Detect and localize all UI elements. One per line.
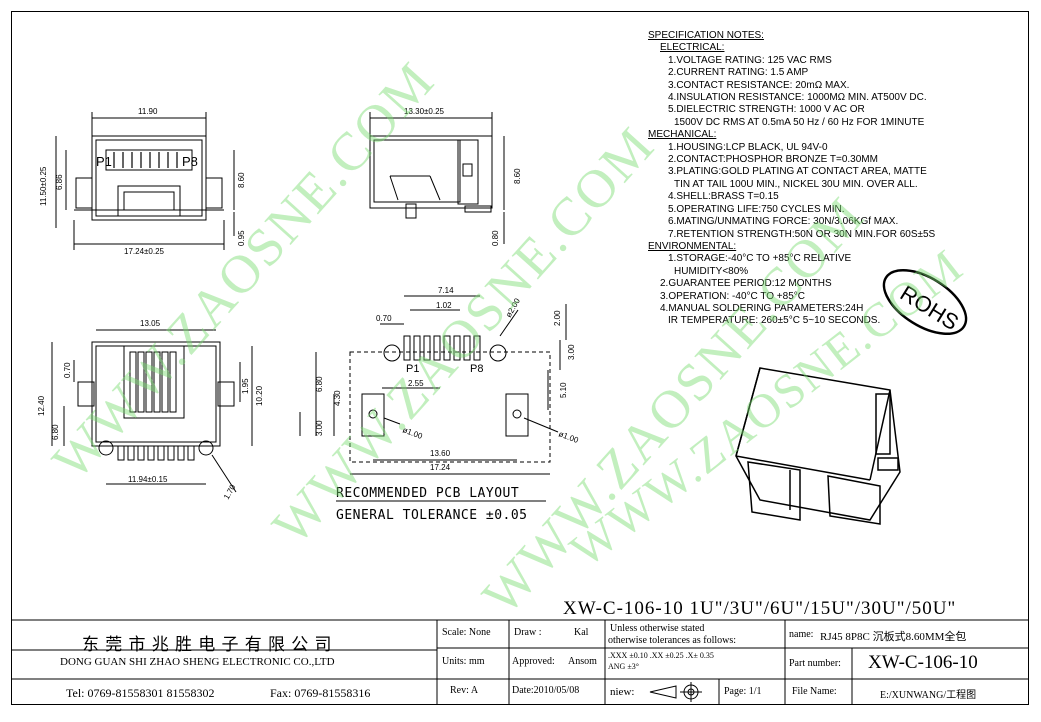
dim-front-inner: 6.86	[55, 174, 64, 190]
pcb-layout-title: RECOMMENDED PCB LAYOUT	[336, 486, 520, 501]
spec-m7: 7.RETENTION STRENGTH:50N OR 30N MIN.FOR …	[668, 228, 936, 240]
revision-label: Rev: A	[450, 685, 479, 696]
dim-pcb-430: 4.30	[333, 390, 342, 406]
dim-pcb-680: 6.80	[315, 376, 324, 392]
projection-symbol-icon	[649, 682, 702, 702]
dim-pcb-1724: 17.24	[430, 463, 451, 472]
approved-label: Approved:	[512, 656, 555, 667]
company-name-cn: 东 莞 市 兆 胜 电 子 有 限 公 司	[82, 635, 333, 654]
spec-e1: 1.VOLTAGE RATING: 125 VAC RMS	[668, 54, 832, 66]
spec-m3: 3.PLATING:GOLD PLATING AT CONTACT AREA, …	[668, 166, 927, 178]
drawing-frame	[11, 11, 1029, 705]
page-label: Page: 1/1	[724, 686, 762, 697]
spec-title: SPECIFICATION NOTES:	[648, 30, 764, 41]
part-number-label: Part number:	[789, 658, 841, 669]
spec-m2: 2.CONTACT:PHOSPHOR BRONZE T=0.30MM	[668, 154, 878, 166]
dim-side-width: 13.30±0.25	[404, 107, 445, 116]
specification-notes: SPECIFICATION NOTES: ELECTRICAL: 1.VOLTA…	[648, 30, 935, 328]
pin-p8-label: P8	[182, 154, 198, 169]
pin-p1-label: P1	[96, 154, 112, 169]
part-number-heading: XW-C-106-10 1U"/3U"/6U"/15U"/30U"/50U"	[563, 598, 957, 619]
spec-v1b: HUMIDITY<80%	[674, 265, 749, 277]
spec-v3: 3.OPERATION: -40°C TO +85°C	[660, 290, 805, 302]
part-number-value: XW-C-106-10	[868, 652, 978, 673]
rohs-badge	[882, 268, 968, 336]
company-tel: Tel: 0769-81558301 81558302	[66, 686, 215, 700]
spec-m6: 6.MATING/UNMATING FORCE: 30N/3.06KGf MAX…	[668, 216, 899, 228]
spec-m1: 1.HOUSING:LCP BLACK, UL 94V-0	[668, 141, 828, 153]
dim-bottom-pitch: 11.94±0.15	[128, 475, 168, 484]
spec-m3b: TIN AT TAIL 100U MIN., NICKEL 30U MIN. O…	[674, 178, 918, 190]
view-label: niew:	[610, 686, 635, 698]
spec-e5b: 1500V DC RMS AT 0.5mA 50 Hz / 60 Hz FOR …	[674, 116, 925, 128]
approved-value: Ansom	[568, 656, 597, 667]
title-block	[11, 619, 1029, 705]
side-view	[369, 112, 505, 244]
spec-v1: 1.STORAGE:-40°C TO +85°C RELATIVE	[668, 253, 852, 265]
dim-side-height: 8.60	[513, 168, 522, 184]
dim-front-width: 11.90	[138, 107, 158, 116]
spec-v4: 4.MANUAL SOLDERING PARAMETERS:24H	[660, 302, 864, 314]
dim-pcb-200: 2.00	[553, 310, 562, 326]
scale-label: Scale: None	[442, 627, 491, 638]
pcb-layout	[299, 295, 567, 475]
dim-pcb-510: 5.10	[559, 382, 568, 398]
dim-front-total: 17.24±0.25	[124, 247, 165, 256]
spec-e2: 2.CURRENT RATING: 1.5 AMP	[668, 67, 809, 79]
dim-front-base: 0.95	[237, 230, 246, 246]
tolerance-note-1: Unless otherwise stated	[610, 623, 705, 634]
dim-pcb-100a: ø1.00	[401, 425, 424, 441]
draw-value: Kal	[574, 627, 589, 638]
company-name-en: DONG GUAN SHI ZHAO SHENG ELECTRONIC CO.,…	[60, 656, 335, 668]
date-label: Date:2010/05/08	[512, 685, 580, 696]
bottom-view	[51, 329, 253, 493]
dim-bottom-width: 13.05	[140, 319, 161, 328]
dim-pcb-714: 7.14	[438, 286, 454, 295]
company-fax: Fax: 0769-81558316	[270, 686, 371, 700]
spec-electrical-heading: ELECTRICAL:	[660, 42, 725, 54]
spec-e5: 5.DIELECTRIC STRENGTH: 1000 V AC OR	[668, 104, 865, 116]
spec-environmental-heading: ENVIRONMENTAL:	[648, 240, 737, 252]
spec-m4: 4.SHELL:BRASS T=0.15	[668, 191, 779, 203]
draw-label: Draw :	[514, 627, 542, 638]
dim-pcb-102: 1.02	[436, 301, 452, 310]
spec-m5: 5.OPERATING LIFE:750 CYCLES MIN.	[668, 203, 845, 215]
dim-pcb-070: 0.70	[376, 314, 392, 323]
dim-front-height: 11.50±0.25	[39, 166, 48, 206]
spec-mechanical-heading: MECHANICAL:	[648, 129, 717, 141]
pcb-pin-p8: P8	[470, 363, 483, 375]
dim-bottom-h2: 12.40	[37, 395, 46, 416]
dim-bottom-h3: 6.80	[51, 424, 60, 440]
isometric-view	[735, 367, 901, 525]
dim-pcb-300a: 3.00	[567, 344, 576, 360]
dim-pcb-1360: 13.60	[430, 449, 451, 458]
file-name-label: File Name:	[792, 686, 837, 697]
pcb-general-tolerance: GENERAL TOLERANCE ±0.05	[336, 508, 528, 523]
units-label: Units: mm	[442, 656, 485, 667]
dim-pcb-200d: ø2.00	[504, 296, 522, 319]
dim-bottom-r1: 1.95	[241, 378, 250, 394]
tolerance-note-3: .XXX ±0.10 .XX ±0.25 .X± 0.35	[608, 651, 714, 660]
pcb-pin-p1: P1	[406, 363, 419, 375]
spec-v2: 2.GUARANTEE PERIOD:12 MONTHS	[660, 278, 832, 290]
front-view	[55, 112, 235, 250]
spec-e3: 3.CONTACT RESISTANCE: 20mΩ MAX.	[668, 79, 850, 91]
dim-bottom-h1: 0.70	[63, 362, 72, 378]
dim-side-base: 0.80	[491, 230, 500, 246]
spec-v4b: IR TEMPERATURE: 260±5°C 5~10 SECONDS.	[668, 315, 881, 327]
name-label: name:	[789, 629, 814, 640]
dim-pcb-255: 2.55	[408, 379, 424, 388]
dim-pcb-100b: ø1.00	[557, 429, 580, 445]
file-name-value: E:/XUNWANG/工程图	[880, 690, 977, 701]
tolerance-note-4: ANG ±3°	[608, 662, 639, 671]
dim-pcb-300b: 3.00	[315, 420, 324, 436]
name-value: RJ45 8P8C 沉板式8.60MM全包	[820, 631, 967, 643]
dim-bottom-r2: 10.20	[255, 385, 264, 406]
dim-front-right: 8.60	[237, 172, 246, 188]
dimension-labels: 11.90 11.50±0.25 6.86 8.60 0.95 17.24±0.…	[37, 107, 580, 501]
spec-e4: 4.INSULATION RESISTANCE: 1000MΩ MIN. AT5…	[668, 92, 927, 104]
tolerance-note-2: otherwise tolerances as follows:	[608, 635, 737, 646]
